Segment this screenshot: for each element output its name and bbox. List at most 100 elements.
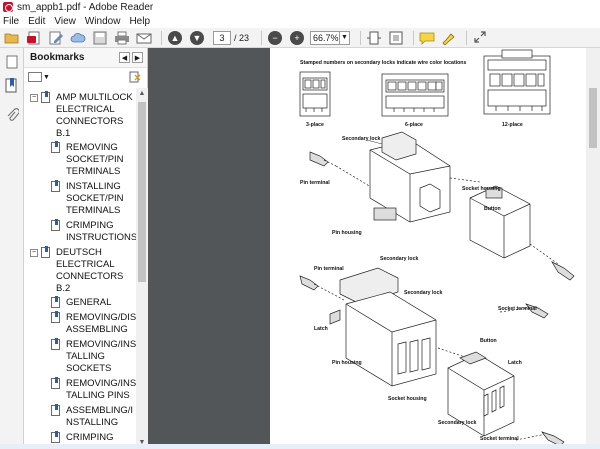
page-number-input[interactable]: 3	[213, 30, 231, 45]
menu-window[interactable]: Window	[84, 15, 121, 27]
options-icon[interactable]	[28, 72, 42, 82]
save-icon[interactable]	[91, 30, 109, 46]
bookmarks-list: − AMP MULTILOCK ELECTRICAL CONNECTORS B.…	[24, 88, 136, 449]
open-icon[interactable]	[3, 30, 21, 46]
scrollbar-thumb[interactable]	[138, 102, 146, 282]
bookmark-icon	[41, 246, 50, 258]
bookmark-item[interactable]: INSTALLING SOCKET/PIN TERMINALS	[24, 180, 136, 217]
adobe-reader-icon	[3, 2, 13, 12]
delete-bookmark-icon[interactable]	[129, 71, 141, 83]
bookmark-icon	[51, 141, 60, 153]
scrollbar-thumb[interactable]	[589, 88, 597, 148]
bookmark-label: INSTALLING SOCKET/PIN TERMINALS	[66, 181, 124, 216]
document-page[interactable]: Stamped numbers on secondary locks indic…	[270, 48, 586, 449]
bookmark-label: DEUTSCH ELECTRICAL CONNECTORS B.2	[56, 247, 124, 294]
bookmark-item[interactable]: REMOVING SOCKET/PIN TERMINALS	[24, 141, 136, 178]
bookmark-icon	[51, 338, 60, 350]
bookmark-label: REMOVING/INS TALLING PINS	[66, 378, 136, 401]
callout-label: Socket housing	[388, 396, 427, 402]
callout-label: Pin terminal	[300, 180, 330, 186]
scroll-up-icon[interactable]: ▲	[138, 90, 146, 97]
arrow-down-icon: ▼	[190, 30, 204, 45]
scroll-down-icon[interactable]: ▼	[138, 439, 146, 446]
window-title: sm_appb1.pdf - Adobe Reader	[17, 1, 154, 13]
bookmark-icon	[51, 377, 60, 389]
bookmark-label: REMOVING/INS TALLING SOCKETS	[66, 339, 136, 374]
callout-label: Socket housing	[462, 186, 501, 192]
bookmark-icon	[51, 431, 60, 443]
plus-icon: +	[290, 30, 305, 45]
leader-line	[366, 139, 383, 145]
toolbar-separator	[360, 30, 362, 45]
menu-help[interactable]: Help	[129, 15, 151, 27]
collapse-panel-icon[interactable]: ◀	[119, 52, 130, 63]
callout-label: Latch	[508, 360, 522, 366]
next-page-button[interactable]: ▼	[188, 30, 206, 46]
bookmark-item[interactable]: ASSEMBLING/I NSTALLING	[24, 404, 136, 429]
arrow-up-icon: ▲	[168, 30, 182, 45]
bookmarks-header: Bookmarks ◀ ▶	[24, 48, 147, 68]
bookmarks-icon[interactable]	[4, 78, 20, 94]
edit-icon[interactable]	[47, 30, 65, 46]
bookmark-label: CRIMPING INSTRUCTIONS	[66, 220, 136, 243]
bookmark-icon	[51, 404, 60, 416]
callout-label: Pin terminal	[314, 266, 344, 272]
document-scrollbar[interactable]	[586, 48, 600, 449]
bookmark-item[interactable]: GENERAL	[24, 296, 136, 309]
previous-page-button[interactable]: ▲	[166, 30, 184, 46]
cloud-icon[interactable]	[69, 30, 87, 46]
bookmark-item[interactable]: − AMP MULTILOCK ELECTRICAL CONNECTORS B.…	[24, 91, 136, 140]
print-icon[interactable]	[113, 30, 131, 46]
connector-label: 3-place	[306, 122, 324, 128]
zoom-dropdown-icon[interactable]: ▼	[340, 30, 351, 45]
bookmark-icon	[51, 296, 60, 308]
callout-label: Socket terminal	[498, 306, 537, 312]
chevron-down-icon[interactable]: ▼	[43, 73, 50, 81]
callout-label: Pin housing	[332, 230, 362, 236]
bottom-assembly-drawing	[299, 267, 565, 447]
fit-width-icon[interactable]	[365, 30, 383, 46]
zoom-out-button[interactable]: −	[266, 30, 284, 46]
diagram-heading: Stamped numbers on secondary locks indic…	[300, 60, 466, 66]
menu-file[interactable]: File	[3, 15, 20, 27]
navigation-rail	[0, 48, 24, 449]
bookmark-item[interactable]: REMOVING/INS TALLING PINS	[24, 377, 136, 402]
comment-icon[interactable]	[418, 30, 436, 46]
six-place-connector	[381, 73, 449, 117]
toolbar-separator	[161, 30, 162, 45]
top-assembly-drawing	[309, 131, 575, 281]
bookmark-label: GENERAL	[66, 297, 112, 308]
twelve-place-connector	[483, 49, 551, 115]
expand-icon[interactable]	[471, 30, 489, 46]
status-strip	[0, 444, 600, 449]
menu-edit[interactable]: Edit	[28, 15, 46, 27]
expand-panel-icon[interactable]: ▶	[132, 52, 143, 63]
bookmark-item[interactable]: − DEUTSCH ELECTRICAL CONNECTORS B.2	[24, 246, 136, 295]
callout-label: Secondary lock	[438, 420, 476, 426]
menu-bar: File Edit View Window Help	[0, 14, 600, 28]
bookmark-item[interactable]: REMOVING/DIS ASSEMBLING	[24, 311, 136, 336]
highlight-icon[interactable]	[440, 30, 458, 46]
bookmark-item[interactable]: CRIMPING	[24, 431, 136, 444]
bookmark-label: ASSEMBLING/I NSTALLING	[66, 405, 134, 428]
toolbar-separator	[413, 30, 415, 45]
bookmark-item[interactable]: CRIMPING INSTRUCTIONS	[24, 219, 136, 244]
zoom-level-input[interactable]: 66.7%	[310, 30, 341, 45]
collapse-toggle-icon[interactable]: −	[30, 94, 38, 102]
bookmark-item[interactable]: REMOVING/INS TALLING SOCKETS	[24, 338, 136, 375]
collapse-toggle-icon[interactable]: −	[30, 249, 38, 257]
create-pdf-icon[interactable]	[25, 30, 43, 46]
attachments-icon[interactable]	[4, 108, 20, 124]
page-thumbnails-icon[interactable]	[4, 54, 20, 70]
connector-label: 6-place	[405, 122, 423, 128]
callout-label: Latch	[314, 326, 328, 332]
zoom-in-button[interactable]: +	[288, 30, 306, 46]
email-icon[interactable]	[135, 30, 153, 46]
bookmark-icon	[51, 311, 60, 323]
bookmark-label: CRIMPING	[66, 432, 114, 443]
menu-view[interactable]: View	[54, 15, 76, 27]
bookmark-icon	[51, 219, 60, 231]
fit-page-icon[interactable]	[387, 30, 405, 46]
bookmarks-scrollbar[interactable]: ▲ ▼	[136, 88, 148, 449]
callout-label: Socket terminal	[480, 436, 519, 442]
